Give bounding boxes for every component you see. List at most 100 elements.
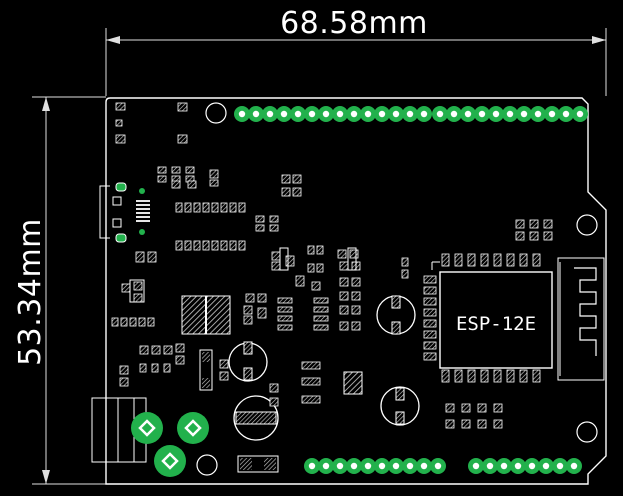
smd-pad xyxy=(151,345,161,355)
smd-pad xyxy=(229,240,237,251)
usb-connector-icon xyxy=(99,182,150,243)
header-pin xyxy=(502,106,518,122)
smd-pad xyxy=(292,187,302,197)
height-dimension: 53.34mm xyxy=(13,96,106,485)
smd-pad xyxy=(185,166,195,174)
smd-pad xyxy=(119,365,129,375)
smd-pad xyxy=(129,317,137,327)
header-pin xyxy=(496,458,512,474)
smd-pad xyxy=(163,345,173,355)
smd-pad xyxy=(115,134,126,144)
header-pin xyxy=(430,458,446,474)
header-pin xyxy=(374,106,390,122)
smd-pad xyxy=(202,202,210,213)
smd-pad xyxy=(461,419,471,429)
resistor-bottom xyxy=(237,455,279,473)
capacitor-round-a xyxy=(376,295,416,335)
smd-pad xyxy=(281,187,291,197)
antenna-trace-icon xyxy=(574,267,597,356)
smd-pad xyxy=(269,397,279,407)
module-label: ESP-12E xyxy=(456,313,536,335)
smd-pad xyxy=(269,215,279,223)
capacitor-round-d xyxy=(233,395,279,441)
smd-pad xyxy=(313,315,329,322)
diode-block xyxy=(343,371,363,395)
smd-pad xyxy=(269,224,279,232)
header-pin xyxy=(374,458,390,474)
header-top-right xyxy=(432,106,588,122)
smd-pad xyxy=(157,166,167,174)
smd-pad xyxy=(243,315,253,325)
smd-pad xyxy=(219,371,229,381)
smd-pad xyxy=(477,419,487,429)
smd-pad xyxy=(175,202,183,213)
header-pin xyxy=(566,458,582,474)
header-pin xyxy=(318,106,334,122)
smd-pad xyxy=(295,275,305,287)
smd-pad xyxy=(339,321,349,331)
smd-pad xyxy=(543,219,553,229)
header-pin xyxy=(552,458,568,474)
fuse-vertical xyxy=(199,349,213,391)
smd-pad xyxy=(121,283,131,293)
smd-pad xyxy=(351,291,361,301)
mounting-hole-top-left xyxy=(205,102,227,124)
smd-pad xyxy=(477,403,487,413)
smd-pad xyxy=(277,315,293,322)
smd-pad xyxy=(163,363,171,373)
smd-pad xyxy=(277,297,293,304)
dc-jack-icon xyxy=(91,397,209,477)
header-pin xyxy=(510,458,526,474)
smd-pad xyxy=(219,359,229,369)
smd-pad xyxy=(202,240,210,251)
header-pin xyxy=(234,106,250,122)
smd-pad xyxy=(138,317,146,327)
smd-pad xyxy=(311,281,321,291)
capacitor-round-c xyxy=(228,341,268,382)
smd-pad xyxy=(177,134,188,144)
smd-pad xyxy=(147,317,155,327)
header-pin xyxy=(346,458,362,474)
header-pin xyxy=(572,106,588,122)
smd-pad xyxy=(111,317,119,327)
width-label: 68.58mm xyxy=(280,6,428,41)
smd-pad xyxy=(193,202,201,213)
header-pin xyxy=(402,106,418,122)
smd-pad xyxy=(133,293,143,303)
header-pin xyxy=(360,458,376,474)
smd-pad xyxy=(461,403,471,413)
smd-pad xyxy=(313,306,329,313)
smd-pad xyxy=(245,293,255,303)
height-label: 53.34mm xyxy=(13,218,48,366)
header-pin xyxy=(488,106,504,122)
smd-pad xyxy=(175,343,185,353)
smd-pad xyxy=(193,240,201,251)
smd-pad xyxy=(147,251,157,263)
board-outline xyxy=(105,97,607,485)
smd-pad xyxy=(120,317,128,327)
header-pin xyxy=(346,106,362,122)
header-pin xyxy=(304,106,320,122)
smd-pad xyxy=(313,324,329,331)
header-pin xyxy=(332,458,348,474)
smd-pad xyxy=(493,419,503,429)
smd-pad xyxy=(139,363,147,373)
header-pin xyxy=(432,106,448,122)
header-pin xyxy=(446,106,462,122)
smd-pad xyxy=(337,249,347,259)
smd-pad xyxy=(493,403,503,413)
smd-pad xyxy=(229,202,237,213)
smd-pad xyxy=(316,245,324,255)
header-bottom-left xyxy=(304,458,446,474)
smd-pad xyxy=(220,202,228,213)
header-pin xyxy=(388,106,404,122)
smd-pad xyxy=(307,263,315,273)
smd-pad xyxy=(220,240,228,251)
smd-pad xyxy=(339,261,349,271)
smd-pad xyxy=(151,363,159,373)
smd-pad xyxy=(285,255,295,267)
smd-pad xyxy=(401,257,409,267)
smd-pad xyxy=(184,240,192,251)
smd-pad xyxy=(401,269,409,279)
smd-pad xyxy=(257,307,267,319)
